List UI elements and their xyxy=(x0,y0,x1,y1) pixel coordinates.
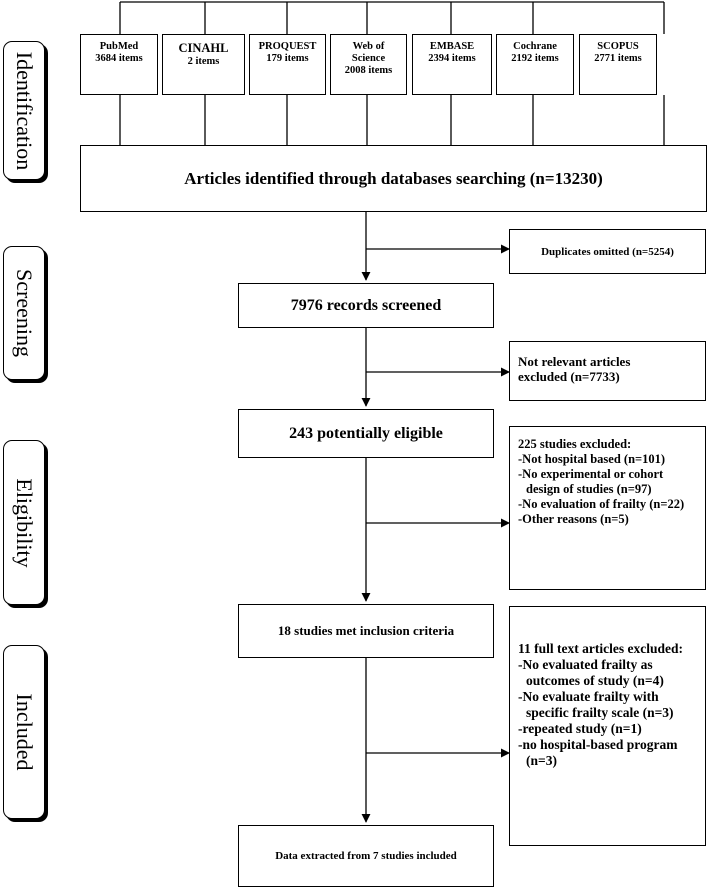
fulltext-exclusions-heading: 11 full text articles excluded: xyxy=(518,641,683,656)
database-web-of-science: Web of Science 2008 items xyxy=(330,34,407,95)
exclusion-reason: -Not hospital based (n=101) xyxy=(518,452,666,466)
database-name: EMBASE xyxy=(429,41,475,52)
identified-records-text: Articles identified through databases se… xyxy=(184,168,603,188)
database-cochrane: Cochrane 2192 items xyxy=(496,34,574,95)
inclusion-criteria-box: 18 studies met inclusion criteria xyxy=(238,604,494,658)
fulltext-exclusion-reason: -repeated study (n=1) xyxy=(518,721,642,736)
database-name: SCOPUS xyxy=(597,41,639,52)
phase-included: Included xyxy=(3,645,45,819)
inclusion-criteria-text: 18 studies met inclusion criteria xyxy=(277,623,455,638)
database-scopus: SCOPUS 2771 items xyxy=(579,34,657,95)
phase-included-label: Included xyxy=(12,693,37,771)
potentially-eligible-text: 243 potentially eligible xyxy=(289,424,443,442)
database-embase: EMBASE 2394 items xyxy=(412,34,492,95)
not-relevant-box: Not relevant articles excluded (n=7733) xyxy=(509,341,706,401)
phase-screening-label: Screening xyxy=(12,269,37,357)
identified-records-box: Articles identified through databases se… xyxy=(80,145,707,212)
data-extracted-text: Data extracted from 7 studies included xyxy=(275,850,457,862)
database-name-line-2: Science xyxy=(351,53,386,64)
phase-eligibility-label: Eligibility xyxy=(12,477,37,568)
database-count: 2008 items xyxy=(344,65,393,76)
phase-screening: Screening xyxy=(3,246,45,380)
database-name: Cochrane xyxy=(513,41,557,52)
duplicates-text: Duplicates omitted (n=5254) xyxy=(541,245,674,258)
database-count: 2394 items xyxy=(428,53,476,64)
screened-records-text: 7976 records screened xyxy=(290,296,442,314)
potentially-eligible-box: 243 potentially eligible xyxy=(238,409,494,458)
not-relevant-text-line-1: Not relevant articles xyxy=(518,354,631,369)
eligibility-exclusions-box: 225 studies excluded: -Not hospital base… xyxy=(509,426,706,590)
database-cinahl: CINAHL 2 items xyxy=(162,34,245,95)
screened-records-box: 7976 records screened xyxy=(238,283,494,328)
fulltext-exclusion-reason: -no hospital-based program (n=3) xyxy=(518,737,678,768)
database-count: 2771 items xyxy=(594,53,642,64)
eligibility-exclusions-heading: 225 studies excluded: xyxy=(518,437,632,451)
database-name: PubMed xyxy=(99,41,139,52)
database-pubmed: PubMed 3684 items xyxy=(80,34,158,95)
fulltext-exclusions-box: 11 full text articles excluded: -No eval… xyxy=(509,606,706,846)
phase-identification: Identification xyxy=(3,41,45,180)
duplicates-box: Duplicates omitted (n=5254) xyxy=(509,229,706,274)
database-name: PROQUEST xyxy=(258,41,317,52)
exclusion-reason: -Other reasons (n=5) xyxy=(518,512,629,526)
data-extracted-box: Data extracted from 7 studies included xyxy=(238,825,494,887)
database-count: 2192 items xyxy=(511,53,559,64)
database-proquest: PROQUEST 179 items xyxy=(249,34,326,95)
not-relevant-text-line-2: excluded (n=7733) xyxy=(518,369,620,384)
database-count: 2 items xyxy=(187,56,220,67)
database-name: Web of xyxy=(352,41,385,52)
database-name: CINAHL xyxy=(178,41,229,55)
exclusion-reason: -No experimental or cohort design of stu… xyxy=(518,467,664,496)
fulltext-exclusion-reason: -No evaluated frailty as outcomes of stu… xyxy=(518,657,664,688)
phase-eligibility: Eligibility xyxy=(3,440,45,605)
exclusion-reason: -No evaluation of frailty (n=22) xyxy=(518,497,685,511)
phase-identification-label: Identification xyxy=(12,51,37,170)
fulltext-exclusion-reason: -No evaluate frailty with specific frail… xyxy=(518,689,674,720)
database-count: 3684 items xyxy=(95,53,143,64)
database-count: 179 items xyxy=(266,53,309,64)
